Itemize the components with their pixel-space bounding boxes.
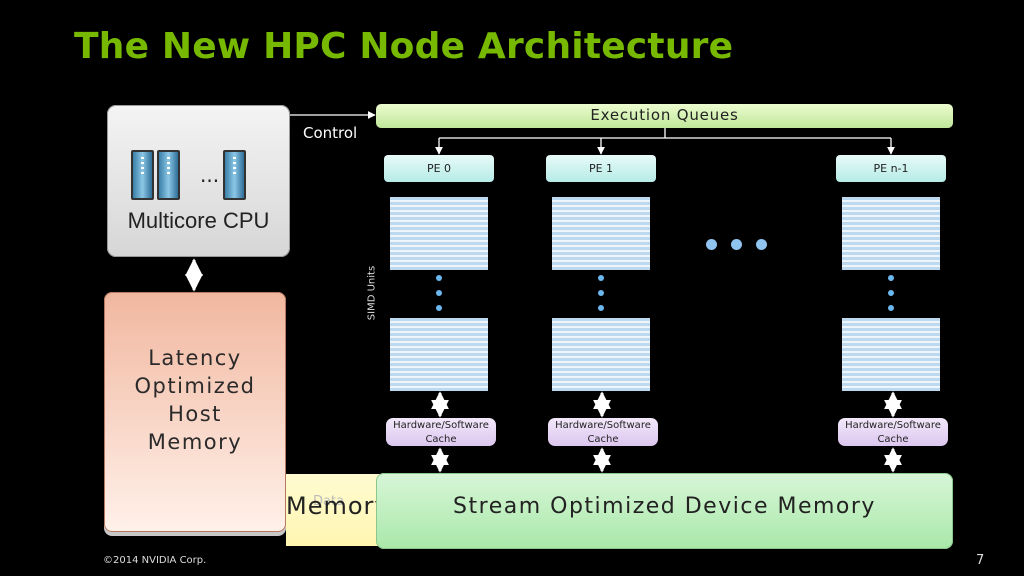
pe-box: PE 1 — [546, 155, 656, 182]
pe-label: PE 0 — [426, 162, 452, 175]
cpu-core-icon — [223, 150, 246, 200]
cache-label: Hardware/Software — [845, 420, 941, 431]
pe-box: PE n-1 — [836, 155, 946, 182]
simd-units-label: SIMD Units — [357, 258, 387, 328]
cpu-core-icon — [131, 150, 154, 200]
vertical-dot — [598, 305, 604, 311]
simd-block — [552, 197, 650, 270]
vertical-dot — [888, 305, 894, 311]
pe-label: PE 1 — [588, 162, 614, 175]
cache-label: Cache — [587, 434, 619, 445]
host-memory-line: Latency — [148, 346, 242, 370]
host-memory-line: Optimized — [134, 374, 256, 398]
host-memory-label: Latency Optimized Host Memory — [104, 344, 286, 456]
vertical-dot — [598, 275, 604, 281]
cache-box: Hardware/Software Cache — [548, 418, 658, 446]
host-memory-line: Memory — [147, 430, 243, 454]
horizontal-dot — [731, 239, 742, 250]
host-memory-line: Host — [168, 402, 222, 426]
simd-units-text: SIMD Units — [366, 265, 378, 321]
cache-label: Hardware/Software — [393, 420, 489, 431]
vertical-dot — [598, 290, 604, 296]
simd-block — [552, 318, 650, 391]
horizontal-dot — [756, 239, 767, 250]
vertical-dot — [436, 275, 442, 281]
cpu-label: Multicore CPU — [127, 208, 270, 233]
multicore-cpu-box: ... Multicore CPU — [107, 105, 290, 257]
execution-queues-bar: Execution Queues — [376, 104, 953, 128]
cache-label: Cache — [425, 434, 457, 445]
pe-box: PE 0 — [384, 155, 494, 182]
background-memory-label: Memory — [286, 492, 378, 520]
cache-label: Hardware/Software — [555, 420, 651, 431]
simd-block — [842, 197, 940, 270]
vertical-dot — [888, 275, 894, 281]
simd-block — [390, 318, 488, 391]
cache-label: Cache — [877, 434, 909, 445]
page-number: 7 — [976, 553, 985, 568]
data-label: Data — [313, 494, 345, 509]
execution-queues-label: Execution Queues — [590, 106, 739, 124]
cache-box: Hardware/Software Cache — [838, 418, 948, 446]
simd-block — [842, 318, 940, 391]
horizontal-dot — [706, 239, 717, 250]
slide-title: The New HPC Node Architecture — [74, 26, 734, 67]
vertical-dot — [888, 290, 894, 296]
host-memory-box: Latency Optimized Host Memory — [104, 292, 286, 532]
vertical-dot — [436, 290, 442, 296]
device-memory-label: Stream Optimized Device Memory — [453, 494, 876, 519]
simd-block — [390, 197, 488, 270]
cpu-ellipsis: ... — [200, 163, 220, 187]
control-label: Control — [303, 124, 358, 142]
pe-label: PE n-1 — [873, 162, 909, 175]
cpu-core-icon — [157, 150, 180, 200]
device-memory-box: Stream Optimized Device Memory — [376, 473, 953, 549]
copyright-notice: ©2014 NVIDIA Corp. — [103, 555, 207, 566]
vertical-dot — [436, 305, 442, 311]
cache-box: Hardware/Software Cache — [386, 418, 496, 446]
